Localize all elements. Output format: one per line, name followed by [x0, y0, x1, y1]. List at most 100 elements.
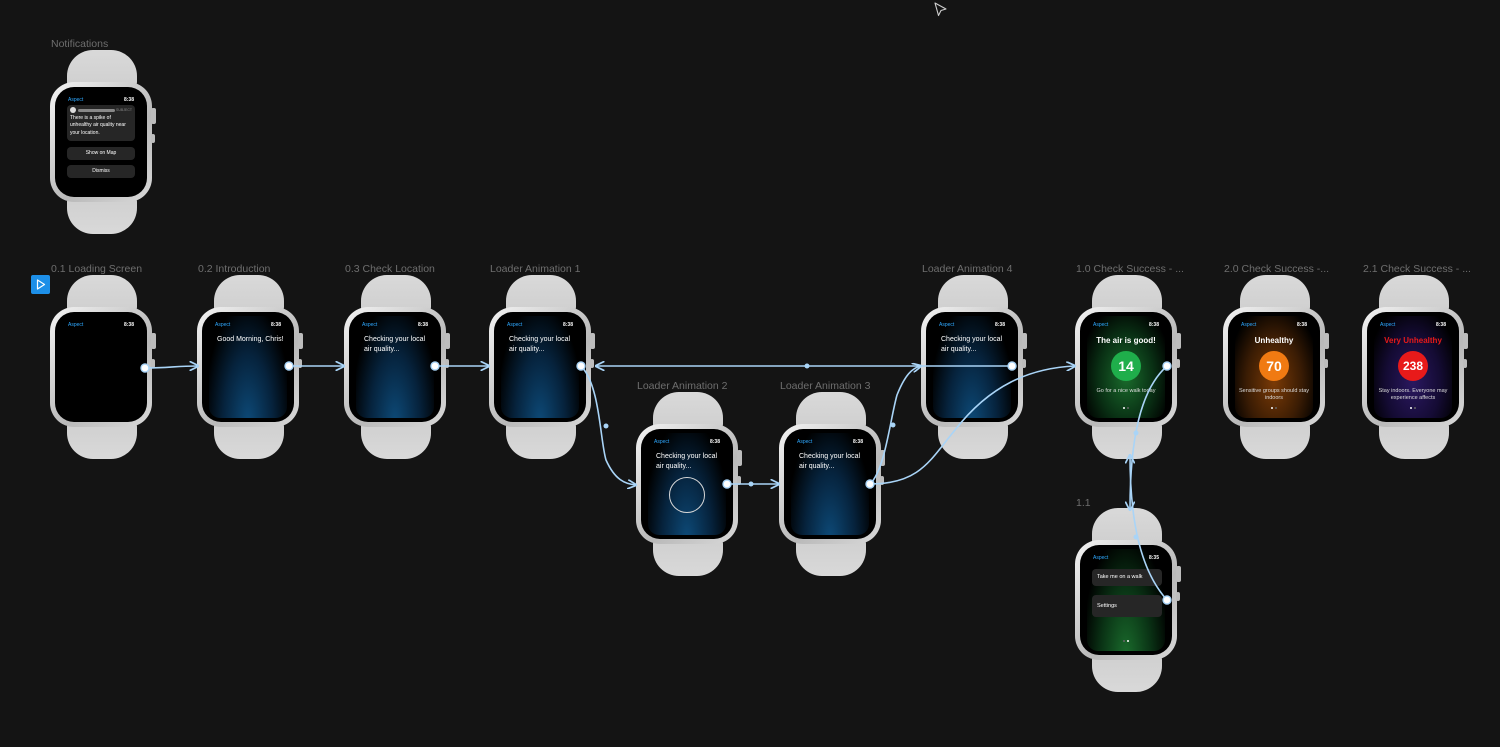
watch-frame-success-unhealthy[interactable]: Aspect 8:38 Unhealthy 70 Sensitive groups…	[1223, 275, 1329, 459]
loader-ring	[669, 477, 705, 513]
app-name: Aspect	[215, 322, 231, 328]
status-message: Checking your local air quality...	[941, 336, 1003, 354]
clock: 8:38	[270, 322, 281, 328]
status-message: Checking your local air quality...	[656, 453, 718, 471]
result-caption: Sensitive groups should stay indoors	[1238, 388, 1309, 402]
watch-frame-loader1[interactable]: Aspect 8:38 Checking your local air quali…	[489, 275, 595, 459]
clock: 8:38	[1296, 322, 1307, 328]
frame-label-loading[interactable]: 0.1 Loading Screen	[51, 263, 143, 275]
take-me-on-a-walk-button[interactable]: Take me on a walk	[1092, 569, 1162, 586]
frame-label-success-unhealthy[interactable]: 2.0 Check Success -...	[1224, 263, 1330, 275]
watch-frame-loader2[interactable]: Aspect 8:38 Checking your local air quali…	[636, 392, 742, 576]
frame-label-introduction[interactable]: 0.2 Introduction	[198, 263, 271, 275]
frame-label-menu[interactable]: 1.1	[1076, 497, 1091, 509]
connector-midpoint	[603, 423, 609, 429]
app-name: Aspect	[68, 97, 84, 103]
frame-label-loader3[interactable]: Loader Animation 3	[780, 380, 871, 392]
connector-midpoint	[1133, 534, 1139, 540]
connector-loader3-to-loader4	[869, 366, 921, 485]
clock: 8:38	[123, 322, 134, 328]
hotspot-intro	[284, 361, 294, 371]
frame-label-notifications[interactable]: Notifications	[51, 38, 109, 50]
clock: 8:38	[1148, 322, 1159, 328]
hotspot-loading	[140, 363, 150, 373]
hotspot-success	[1162, 361, 1172, 371]
cursor-icon	[934, 2, 947, 17]
hotspot-loader3	[865, 479, 875, 489]
result-headline: The air is good!	[1096, 336, 1156, 345]
frame-label-success-very-unhealthy[interactable]: 2.1 Check Success - ...	[1363, 263, 1471, 275]
status-message: Checking your local air quality...	[364, 336, 426, 354]
settings-button[interactable]: Settings	[1092, 595, 1162, 617]
notification-card[interactable]: SUBJECT There is a spike of unhealthy ai…	[67, 105, 135, 141]
frame-label-loader1[interactable]: Loader Animation 1	[490, 263, 581, 275]
frame-label-success-good[interactable]: 1.0 Check Success - ...	[1076, 263, 1184, 275]
app-name: Aspect	[507, 322, 523, 328]
watch-frame-loading[interactable]: Aspect 8:38	[50, 275, 156, 459]
frame-label-loader4[interactable]: Loader Animation 4	[922, 263, 1013, 275]
frame-label-check-location[interactable]: 0.3 Check Location	[345, 263, 435, 275]
dismiss-button[interactable]: Dismiss	[67, 165, 135, 178]
result-caption: Stay indoors. Everyone may experience af…	[1378, 388, 1448, 402]
aqi-value: 238	[1398, 351, 1428, 381]
connector-loading-to-intro	[144, 366, 198, 368]
frame-label-loader2[interactable]: Loader Animation 2	[637, 380, 728, 392]
app-name: Aspect	[654, 439, 670, 445]
connector-menu-to-success	[1130, 455, 1168, 601]
page-indicator	[1235, 406, 1313, 409]
notification-tag: SUBJECT	[116, 108, 132, 112]
connector-midpoint	[748, 481, 754, 487]
aqi-value: 14	[1111, 351, 1141, 381]
app-name: Aspect	[1093, 555, 1109, 561]
connector-loader3-to-success	[869, 366, 1075, 485]
connector-midpoint	[804, 363, 810, 369]
status-message: Checking your local air quality...	[509, 336, 571, 354]
clock: 8:38	[709, 439, 720, 445]
app-name: Aspect	[1093, 322, 1109, 328]
clock: 8:35	[1148, 555, 1159, 561]
hotspot-location	[430, 361, 440, 371]
hotspot-loader4	[1007, 361, 1017, 371]
aqi-value: 70	[1259, 351, 1289, 381]
page-indicator	[1087, 639, 1165, 642]
play-icon	[36, 279, 46, 290]
watch-frame-success-good[interactable]: Aspect 8:38 The air is good! 14 Go for a …	[1075, 275, 1181, 459]
app-name: Aspect	[1380, 322, 1396, 328]
clock: 8:38	[417, 322, 428, 328]
result-headline: Unhealthy	[1254, 336, 1294, 345]
watch-frame-notifications[interactable]: Aspect 8:38 SUBJECT There is a spike of u…	[50, 50, 156, 234]
prototype-start-button[interactable]	[31, 275, 50, 294]
watch-frame-loader4[interactable]: Aspect 8:38 Checking your local air quali…	[921, 275, 1027, 459]
app-name: Aspect	[68, 322, 84, 328]
watch-frame-loader3[interactable]: Aspect 8:38 Checking your local air quali…	[779, 392, 885, 576]
status-message: Checking your local air quality...	[799, 453, 861, 471]
watch-frame-menu[interactable]: Aspect 8:35 Take me on a walk Settings	[1075, 508, 1181, 692]
connector-midpoint	[890, 422, 896, 428]
clock: 8:38	[1435, 322, 1446, 328]
connector-loader1-to-loader2	[580, 365, 636, 485]
hotspot-loader2	[722, 479, 732, 489]
result-headline: Very Unhealthy	[1384, 336, 1442, 345]
connector-midpoint	[1133, 430, 1139, 436]
app-name: Aspect	[362, 322, 378, 328]
app-name: Aspect	[797, 439, 813, 445]
hotspot-loader1	[576, 361, 586, 371]
greeting-text: Good Morning, Chris!	[217, 336, 284, 343]
page-indicator	[1374, 406, 1452, 409]
notification-message: There is a spike of unhealthy air qualit…	[70, 115, 126, 136]
connector-success-to-menu	[1130, 365, 1168, 510]
clock: 8:38	[562, 322, 573, 328]
clock: 8:38	[123, 97, 134, 103]
show-on-map-button[interactable]: Show on Map	[67, 147, 135, 160]
clock: 8:38	[852, 439, 863, 445]
hotspot-menu	[1162, 595, 1172, 605]
watch-frame-success-very-unhealthy[interactable]: Aspect 8:38 Very Unhealthy 238 Stay indoo…	[1362, 275, 1468, 459]
result-caption: Go for a nice walk today	[1096, 388, 1156, 394]
app-name: Aspect	[1241, 322, 1257, 328]
app-icon	[70, 107, 76, 113]
app-name: Aspect	[939, 322, 955, 328]
clock: 8:38	[994, 322, 1005, 328]
watch-frame-introduction[interactable]: Aspect 8:38 Good Morning, Chris!	[197, 275, 303, 459]
watch-frame-check-location[interactable]: Aspect 8:38 Checking your local air quali…	[344, 275, 450, 459]
